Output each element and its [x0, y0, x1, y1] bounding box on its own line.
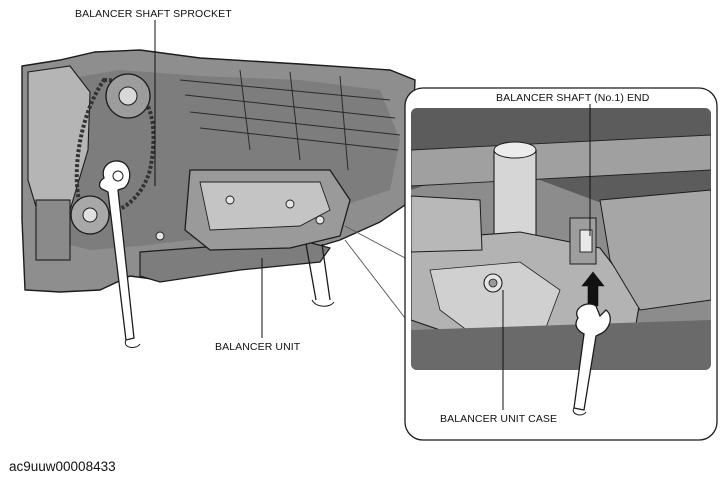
- label-balancer-shaft-sprocket: BALANCER SHAFT SPROCKET: [75, 8, 232, 20]
- inset-leader-lines: [502, 104, 591, 410]
- figure-id: ac9uuw00008433: [9, 459, 116, 474]
- open-wrench-icon: [572, 303, 611, 416]
- detail-inset: [404, 87, 718, 441]
- engine-block-view: [21, 49, 416, 348]
- detail-connector: [344, 225, 406, 319]
- wrench-icon: [98, 160, 141, 348]
- leader-lines: [154, 20, 263, 338]
- label-balancer-shaft-end: BALANCER SHAFT (No.1) END: [496, 92, 650, 104]
- arrow-up-icon: [581, 271, 605, 307]
- label-balancer-unit-case: BALANCER UNIT CASE: [440, 413, 558, 425]
- label-balancer-unit: BALANCER UNIT: [215, 341, 301, 353]
